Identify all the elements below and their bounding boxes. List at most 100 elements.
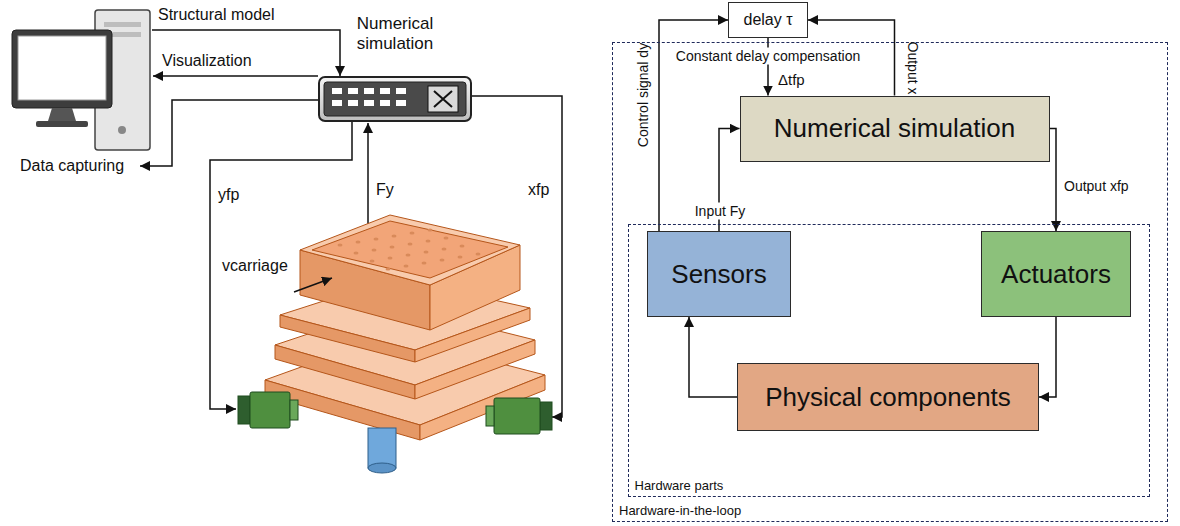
hole-pattern bbox=[406, 254, 411, 257]
velocity-arrow bbox=[294, 278, 332, 292]
computer-icon bbox=[48, 108, 76, 121]
process-box: Numerical simulation bbox=[740, 96, 1050, 162]
signal-arrow bbox=[1039, 317, 1056, 397]
simulator-icon bbox=[364, 100, 374, 106]
hole-pattern bbox=[408, 243, 413, 246]
signal-wire bbox=[140, 100, 318, 166]
hole-pattern bbox=[388, 257, 393, 260]
load-cell bbox=[368, 463, 396, 473]
signal-wire bbox=[140, 30, 562, 417]
hole-pattern bbox=[442, 248, 447, 251]
hole-pattern bbox=[440, 259, 445, 262]
servo-motor bbox=[486, 406, 494, 426]
node-text: Hardware-in-the-loop bbox=[619, 503, 741, 518]
computer-icon bbox=[36, 121, 88, 127]
signal-label: Fy bbox=[376, 181, 394, 199]
test-rig bbox=[265, 215, 545, 440]
delay-box: delay τ bbox=[728, 2, 808, 38]
load-cell bbox=[368, 428, 396, 473]
hole-pattern bbox=[424, 251, 429, 254]
signal-wire bbox=[152, 30, 340, 76]
simulator-icon bbox=[348, 100, 358, 106]
servo-motor bbox=[238, 392, 552, 434]
hole-pattern bbox=[392, 235, 397, 238]
computer-icon bbox=[12, 10, 150, 150]
signal-arrow bbox=[689, 317, 737, 397]
test-rig bbox=[312, 221, 508, 278]
edge-label: Constant delay compensation bbox=[673, 48, 863, 65]
hole-pattern bbox=[444, 237, 449, 240]
hole-pattern bbox=[374, 238, 379, 241]
hole-pattern bbox=[386, 268, 391, 271]
simulator-icon bbox=[364, 88, 374, 94]
signal-label: Visualization bbox=[162, 52, 252, 70]
simulator-icon bbox=[324, 82, 466, 116]
hole-pattern bbox=[404, 265, 409, 268]
hardware-region: Hardware parts Sensors ActuatorsPhysical c… bbox=[628, 224, 1150, 497]
signal-label: Data capturing bbox=[20, 157, 124, 175]
computer-icon bbox=[18, 36, 106, 100]
hole-pattern bbox=[338, 229, 481, 271]
hole-pattern bbox=[460, 245, 465, 248]
node-text: Physical components bbox=[765, 382, 1011, 413]
test-rig bbox=[280, 315, 415, 362]
servo-motor bbox=[290, 400, 298, 420]
servo-motor bbox=[250, 392, 290, 428]
process-box: Physical components bbox=[737, 363, 1039, 431]
hole-pattern bbox=[372, 249, 377, 252]
process-box: Actuators bbox=[981, 231, 1131, 317]
simulator-icon bbox=[332, 88, 342, 94]
loop-region: Hardware-in-the-loop Numerical simulation… bbox=[612, 42, 1168, 522]
hole-pattern bbox=[338, 244, 343, 247]
signal-label: Structural model bbox=[158, 6, 275, 24]
hole-pattern bbox=[422, 262, 427, 265]
simulator-icon bbox=[396, 100, 406, 106]
simulator-icon bbox=[428, 86, 458, 112]
hole-pattern bbox=[370, 260, 375, 263]
computer-icon bbox=[12, 30, 112, 108]
servo-motor bbox=[540, 402, 552, 430]
hole-pattern bbox=[410, 232, 415, 235]
signal-label: vcarriage bbox=[222, 257, 288, 275]
signal-wire bbox=[153, 75, 318, 77]
edge-label: Input Fy bbox=[692, 203, 749, 220]
simulator-device: Numerical simulation bbox=[318, 14, 472, 122]
edge-label: Control signal dy bbox=[635, 43, 652, 147]
node-text: Sensors bbox=[671, 259, 766, 290]
signal-label: Δtfp bbox=[778, 71, 805, 89]
simulator-icon bbox=[434, 91, 452, 107]
hole-pattern bbox=[476, 253, 481, 256]
simulator-icon bbox=[380, 88, 390, 94]
signal-label: yfp bbox=[218, 186, 239, 204]
simulator-icon bbox=[318, 76, 472, 122]
computer-icon bbox=[104, 22, 141, 27]
servo-motor bbox=[494, 398, 540, 434]
simulator-icon bbox=[380, 100, 390, 106]
test-rig bbox=[300, 215, 520, 285]
hole-pattern bbox=[390, 246, 395, 249]
simulator-icon bbox=[396, 88, 406, 94]
hole-pattern bbox=[458, 256, 463, 259]
edge-label: Output xfp bbox=[1064, 178, 1129, 195]
simulator-icon bbox=[319, 77, 471, 121]
hole-pattern bbox=[354, 252, 359, 255]
signal-arrow bbox=[1050, 129, 1057, 232]
process-box: Sensors bbox=[647, 231, 791, 317]
hole-pattern bbox=[426, 240, 431, 243]
node-text: Hardware parts bbox=[635, 478, 724, 493]
load-cell bbox=[368, 428, 396, 468]
signal-label: xfp bbox=[528, 181, 549, 199]
hole-pattern bbox=[356, 241, 361, 244]
node-text: Actuators bbox=[1001, 259, 1111, 290]
servo-motor bbox=[238, 396, 250, 424]
node-text: Numerical simulation bbox=[343, 14, 447, 54]
node-text: delay τ bbox=[743, 11, 792, 29]
simulator-icon bbox=[332, 100, 342, 106]
simulator-icon bbox=[348, 88, 358, 94]
node-text: Numerical simulation bbox=[774, 113, 1015, 144]
edge-label: Output x bbox=[904, 42, 921, 95]
computer-icon bbox=[118, 126, 126, 134]
hole-pattern bbox=[428, 229, 433, 232]
